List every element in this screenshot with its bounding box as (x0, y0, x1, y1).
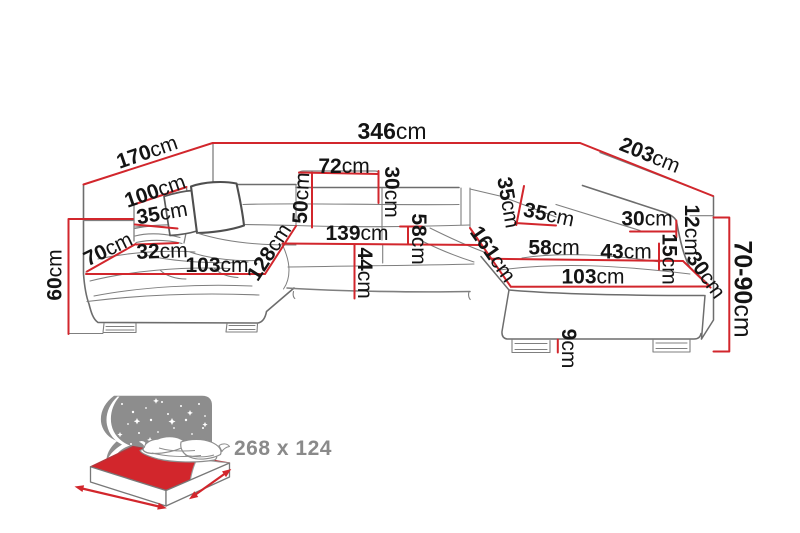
svg-text:30cm: 30cm (682, 247, 730, 302)
svg-text:128cm: 128cm (242, 219, 296, 284)
svg-text:103cm: 103cm (185, 254, 248, 277)
svg-text:9cm: 9cm (558, 329, 581, 369)
svg-text:43cm: 43cm (600, 240, 651, 263)
svg-text:72cm: 72cm (318, 155, 369, 178)
svg-text:58cm: 58cm (528, 236, 579, 259)
svg-text:139cm: 139cm (325, 222, 388, 245)
svg-text:35cm: 35cm (521, 198, 576, 231)
svg-text:268 x 124: 268 x 124 (234, 437, 332, 460)
svg-text:70cm: 70cm (80, 227, 136, 270)
svg-text:35cm: 35cm (135, 197, 190, 229)
svg-text:30cm: 30cm (381, 166, 404, 217)
svg-text:50cm: 50cm (288, 172, 314, 224)
svg-text:12cm: 12cm (681, 204, 704, 255)
svg-text:103cm: 103cm (561, 265, 624, 288)
svg-text:170cm: 170cm (113, 131, 180, 173)
svg-text:58cm: 58cm (408, 213, 431, 264)
svg-text:60cm: 60cm (43, 249, 66, 300)
svg-text:32cm: 32cm (136, 239, 188, 264)
svg-text:346cm: 346cm (357, 118, 426, 144)
svg-text:44cm: 44cm (354, 247, 377, 298)
svg-text:161cm: 161cm (465, 222, 520, 287)
svg-text:30cm: 30cm (621, 207, 672, 230)
svg-text:35cm: 35cm (493, 175, 525, 230)
svg-text:15cm: 15cm (658, 233, 681, 284)
svg-text:70-90cm: 70-90cm (729, 240, 757, 337)
